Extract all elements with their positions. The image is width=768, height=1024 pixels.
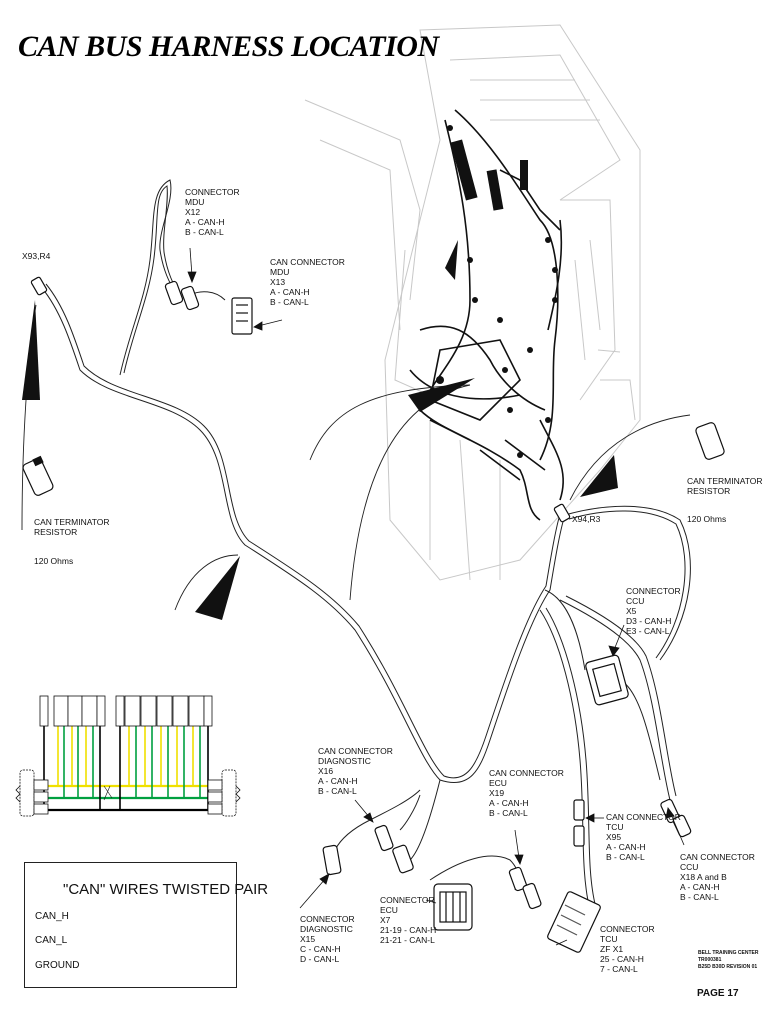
connector-x93 [30,276,48,296]
legend-can-h-label: CAN_H [35,911,69,922]
cab-harness-cluster [409,109,564,521]
connector-x94 [553,503,571,523]
legend-title: "CAN" WIRES TWISTED PAIR [63,881,269,898]
callout-curves [21,304,691,611]
callout-arrows [22,240,618,620]
connector-tcu-x95 [573,799,585,847]
machine-outline [304,24,641,581]
label-terminator-left-ohms: 120 Ohms [34,556,74,566]
connector-ecu-x19 [508,866,542,910]
connector-tcu-zf [547,891,601,953]
connector-ccu-x5 [585,654,629,706]
label-x93: X93,R4 [22,251,51,261]
connector-ccu-x18 [660,798,692,838]
label-terminator-right-ohms: 120 Ohms [687,514,727,524]
wiring-schematic [15,690,241,820]
connector-mdu-x13 [231,297,253,335]
harness-connectors [417,125,558,458]
page-title: CAN BUS HARNESS LOCATION [18,30,439,63]
connector-ecu-x7 [433,883,473,931]
right-branch-cable [564,505,691,661]
legend-ground-label: GROUND [35,960,80,971]
connector-mdu-x12 [164,280,200,311]
legend-can-l-label: CAN_L [35,935,68,946]
connector-diag-x16 [374,824,414,874]
twisted-pair-legend: "CAN" WIRES TWISTED PAIR CAN_H CAN_L GRO… [24,862,268,988]
main-harness-cable [41,283,566,784]
label-x94: X94,R3 [572,514,601,524]
leader-lines [187,247,685,946]
terminator-right [695,422,725,460]
page-number: PAGE 17 [697,988,739,999]
terminator-left [22,455,54,496]
tcu-branch-cable [539,607,597,911]
connector-diag-x15 [322,844,342,876]
